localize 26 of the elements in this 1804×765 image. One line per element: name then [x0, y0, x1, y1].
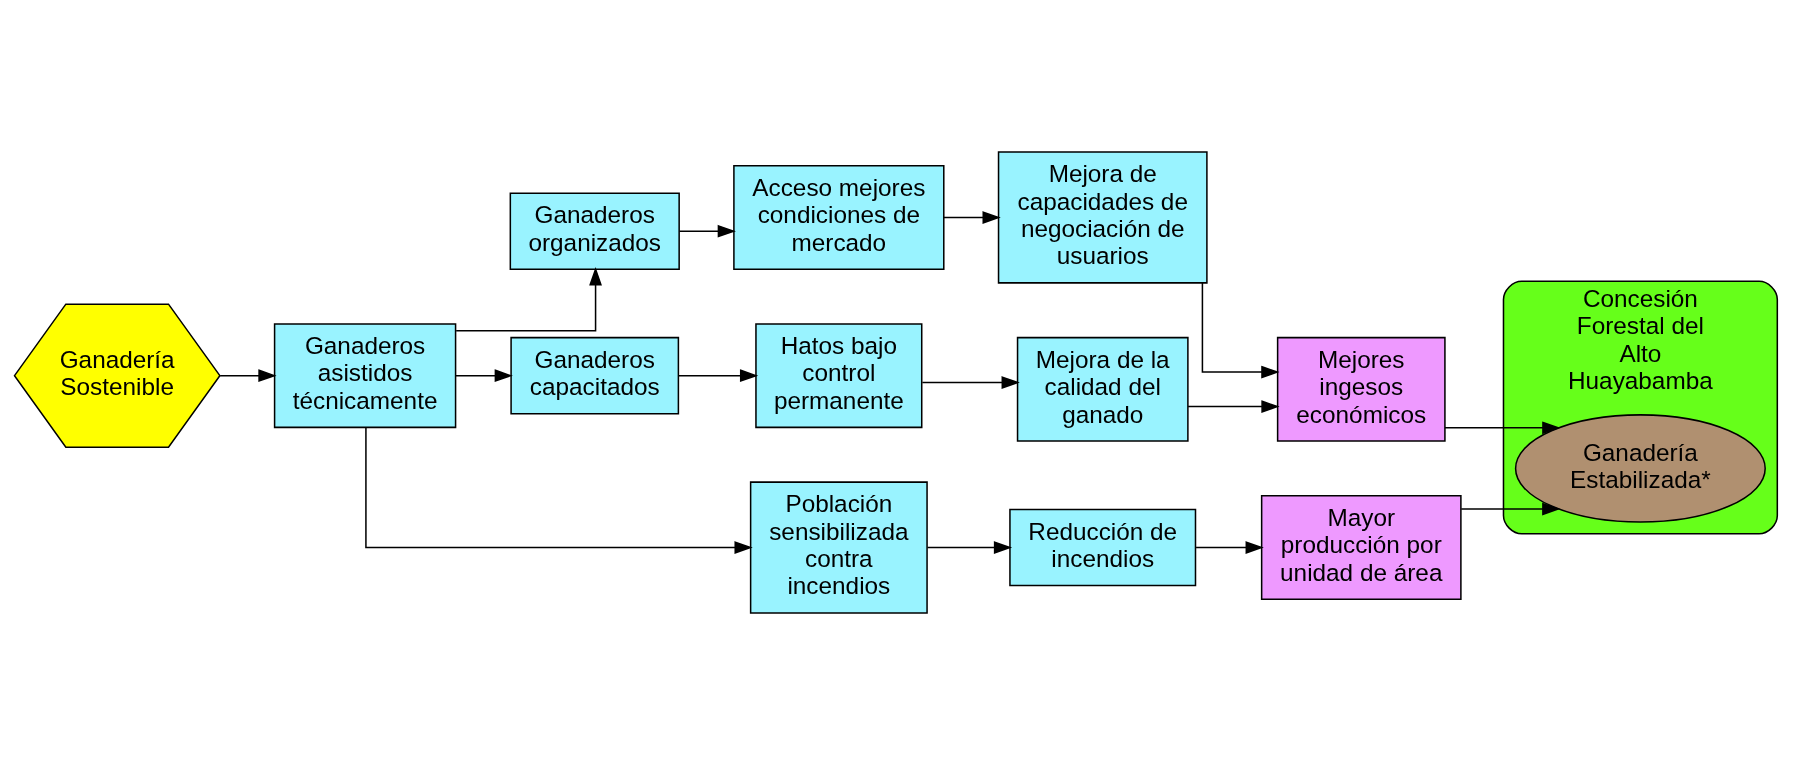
arrow	[1195, 541, 1264, 554]
node-box: Mayor producción por unidad de área	[1260, 495, 1462, 600]
node-box: Ganaderos asistidos técnicamente	[273, 323, 457, 429]
arrow	[1444, 421, 1561, 435]
node-box: Hatos bajo control permanente	[755, 323, 923, 429]
node-box: Mejores ingesos económicos	[1276, 336, 1446, 442]
node-ellipse: Ganadería Estabilizada*	[1514, 414, 1766, 523]
arrow	[1201, 282, 1280, 379]
arrow	[678, 369, 759, 383]
arrow	[943, 211, 1001, 224]
arrow	[926, 541, 1013, 554]
node-box: Mejora de la calidad del ganado	[1016, 336, 1189, 442]
arrow	[455, 369, 513, 383]
arrow	[1187, 400, 1280, 413]
node-box: Reducción de incendios	[1009, 508, 1197, 587]
arrow	[219, 369, 277, 383]
arrow	[365, 426, 753, 554]
node-box: Ganaderos capacitados	[510, 336, 680, 415]
node-box: Acceso mejores condiciones de mercado	[733, 165, 945, 270]
node-box: Población sensibilizada contra incendios	[749, 481, 928, 614]
node-box: Ganaderos organizados	[509, 192, 680, 270]
node-box: Mejora de capacidades de negociación de usuarios	[997, 151, 1208, 284]
arrow	[455, 267, 602, 332]
arrow	[678, 224, 736, 238]
arrow	[921, 376, 1020, 389]
arrow	[1460, 502, 1561, 516]
